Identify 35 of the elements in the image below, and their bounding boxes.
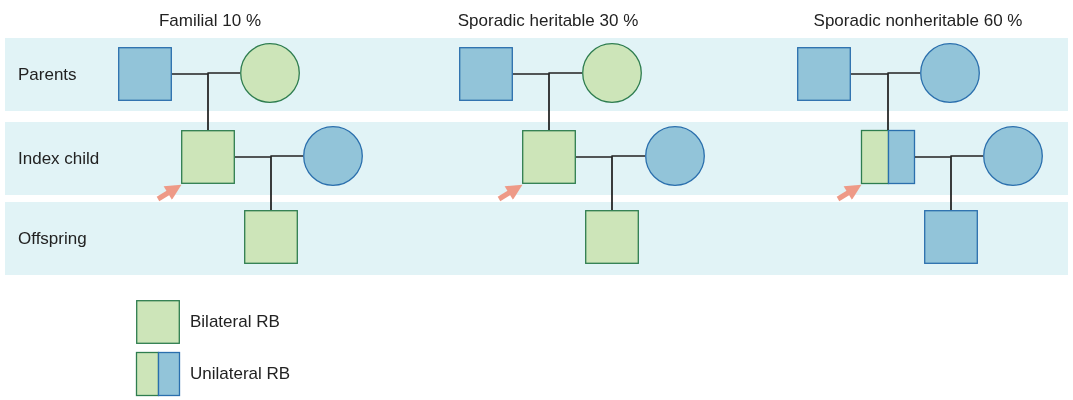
- pedigree-square: [924, 210, 978, 264]
- pointer-arrow: [156, 184, 182, 202]
- pedigree-circle: [983, 126, 1043, 186]
- legend-label: Bilateral RB: [190, 311, 280, 334]
- pedigree-square: [522, 130, 576, 184]
- pedigree-circle: [582, 43, 642, 103]
- pedigree-circle: [240, 43, 300, 103]
- pedigree-square: [181, 130, 235, 184]
- pointer-arrow: [836, 184, 862, 202]
- legend-label: Unilateral RB: [190, 363, 291, 386]
- column-heading: Familial 10 %: [159, 10, 261, 32]
- pedigree-line: [887, 72, 921, 131]
- pedigree-square: [585, 210, 639, 264]
- pedigree-line: [207, 72, 241, 131]
- pedigree-square: [797, 47, 851, 101]
- pedigree-line: [548, 72, 583, 131]
- generation-band: [5, 38, 1068, 111]
- generation-band: [5, 122, 1068, 195]
- row-label: Offspring: [18, 227, 87, 250]
- pedigree-square: [244, 210, 298, 264]
- generation-band: [5, 202, 1068, 275]
- pedigree-line: [611, 155, 646, 211]
- pedigree-square: [459, 47, 513, 101]
- pedigree-circle: [303, 126, 363, 186]
- pedigree-circle: [920, 43, 980, 103]
- column-heading: Sporadic heritable 30 %: [457, 10, 639, 32]
- row-label: Index child: [18, 147, 100, 170]
- pedigree-square: [118, 47, 172, 101]
- pointer-arrow: [497, 184, 523, 202]
- pedigree-circle: [645, 126, 705, 186]
- pedigree-square: [861, 130, 915, 184]
- column-heading: Sporadic nonheritable 60 %: [813, 10, 1023, 32]
- pedigree-line: [270, 155, 304, 211]
- row-label: Parents: [18, 63, 77, 86]
- pedigree-line: [950, 155, 984, 211]
